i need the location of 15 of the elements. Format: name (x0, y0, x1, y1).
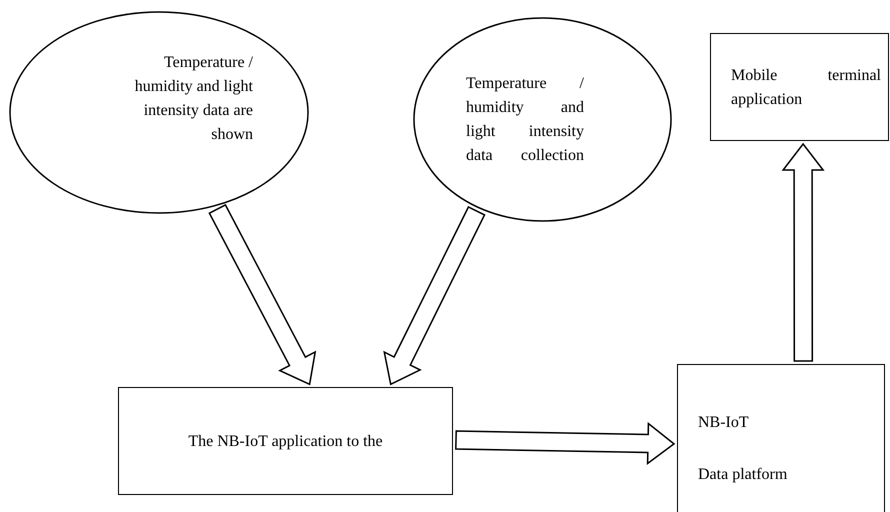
block-arrow (782, 142, 825, 362)
block-arrow (208, 204, 316, 386)
process-box (677, 364, 885, 512)
block-arrow (383, 206, 486, 386)
process-ellipse (413, 17, 672, 222)
process-box (118, 387, 453, 495)
node-label: Temperature / humidity and light intensity data collection (466, 74, 584, 166)
node-label: The NB-IoT application to the (187, 432, 384, 452)
process-ellipse (9, 11, 309, 214)
node-label: Temperature / humidity and light intensity data are shown (134, 53, 253, 145)
node-label: Data platform (698, 465, 788, 485)
block-arrow (455, 422, 676, 466)
node-label: NB-IoT (698, 413, 750, 433)
node-label: Mobile terminal application (731, 66, 881, 110)
process-box (710, 33, 889, 141)
